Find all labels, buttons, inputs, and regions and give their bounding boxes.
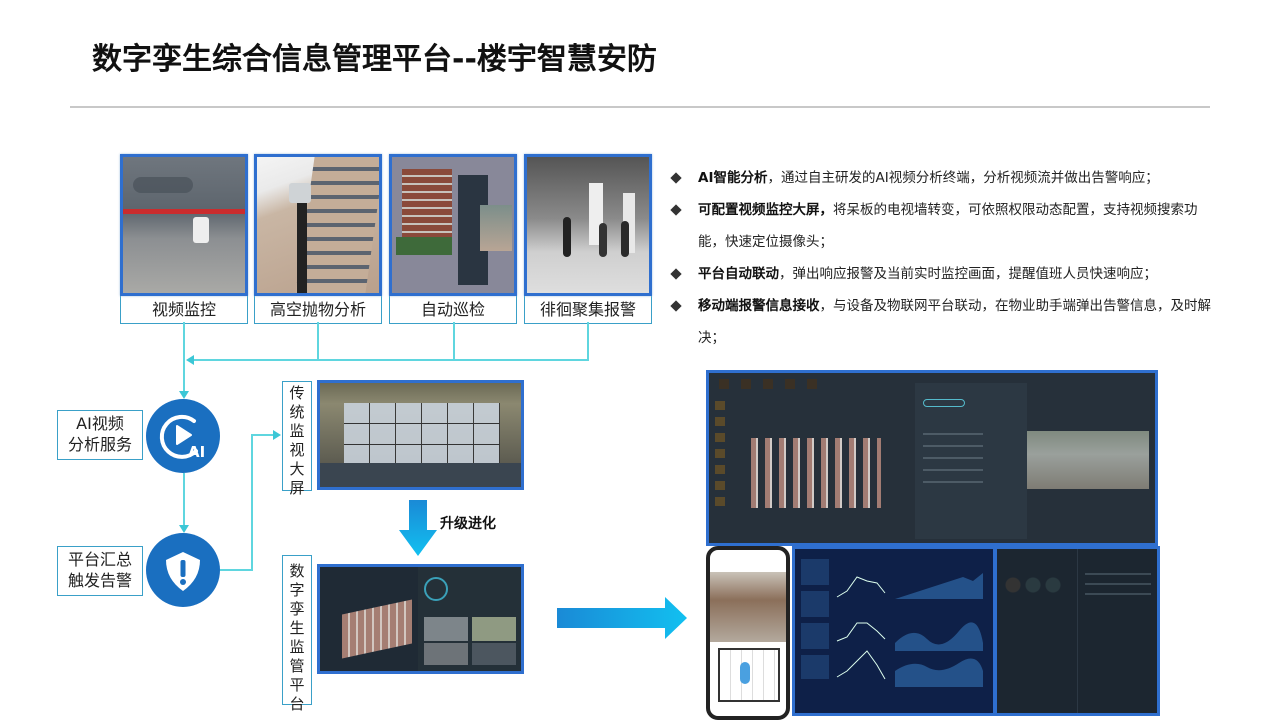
top-nav-icons <box>719 379 829 389</box>
side-nav-icons <box>715 401 725 511</box>
label-char: 传 <box>289 384 305 402</box>
feature-list: AI智能分析，通过自主研发的AI视频分析终端，分析视频流并做出告警响应； 可配置… <box>668 162 1213 354</box>
camera-patrol-panel <box>915 383 1027 539</box>
card-video-surveillance: 视频监控 <box>120 154 248 324</box>
label-line: 分析服务 <box>67 435 132 454</box>
label-char: 屏 <box>289 479 305 497</box>
diamond-bullet-icon <box>670 172 682 184</box>
live-camera-feed <box>1027 431 1149 489</box>
pedestrians-gate-photo <box>524 154 652 296</box>
feature-title: 平台自动联动 <box>698 266 779 282</box>
feature-item: 平台自动联动，弹出响应报警及当前实时监控画面，提醒值班人员快速响应； <box>668 258 1213 290</box>
feature-text: ，弹出响应报警及当前实时监控画面，提醒值班人员快速响应； <box>779 266 1157 282</box>
ai-video-analysis-label: AI视频 分析服务 <box>57 410 143 460</box>
feature-title: 可配置视频监控大屏， <box>698 202 833 218</box>
building-camera-photo <box>254 154 382 296</box>
arrow-down-icon <box>179 525 189 533</box>
feature-text: ，通过自主研发的AI视频分析终端，分析视频流并做出告警响应； <box>767 170 1159 186</box>
diamond-bullet-icon <box>670 204 682 216</box>
label-char: 统 <box>289 403 305 421</box>
platform-alarm-label: 平台汇总 触发告警 <box>57 546 143 596</box>
feature-title: AI智能分析 <box>698 170 768 186</box>
arrow-right-icon <box>273 430 281 440</box>
label-char: 孪 <box>289 600 305 618</box>
arrow-down-icon <box>179 391 189 399</box>
label-char: 管 <box>289 657 305 675</box>
arrow-left-icon <box>186 355 194 365</box>
feature-item: 移动端报警信息接收，与设备及物联网平台联动，在物业助手端弹出告警信息，及时解决； <box>668 290 1213 354</box>
label-char: 视 <box>289 441 305 459</box>
connector-line <box>183 473 185 526</box>
mobile-app-screenshot <box>706 546 790 720</box>
card-label: 高空抛物分析 <box>254 296 382 324</box>
label-line: 触发告警 <box>67 571 132 590</box>
feature-text: 将呆板的电视墙转变，可依照权限动态配置，支持视频搜索功能，快速定位摄像头； <box>698 202 1198 250</box>
connector-line <box>183 322 185 392</box>
card-falling-object-analysis: 高空抛物分析 <box>254 154 382 324</box>
ai-video-icon: AI <box>146 399 220 473</box>
digital-twin-screenshot <box>317 564 524 674</box>
label-line: AI视频 <box>76 414 124 433</box>
traditional-wall-label: 传 统 监 视 大 屏 <box>282 381 312 497</box>
connector-line <box>251 435 253 571</box>
label-char: 台 <box>289 695 305 713</box>
diamond-bullet-icon <box>670 300 682 312</box>
stat-cards <box>801 559 829 679</box>
alarm-handling-screenshot <box>994 546 1160 716</box>
ai-icon-text: AI <box>188 443 206 461</box>
label-char: 字 <box>289 581 305 599</box>
monitoring-dashboard-screenshot <box>792 546 996 716</box>
building-3d-model <box>751 438 881 508</box>
patrol-software-screenshot <box>389 154 517 296</box>
connector-line <box>220 569 252 571</box>
card-label: 自动巡检 <box>389 296 517 324</box>
feature-text: ，与设备及物联网平台联动，在物业助手端弹出告警信息，及时解决； <box>698 298 1211 346</box>
card-auto-patrol: 自动巡检 <box>389 154 517 324</box>
upgrade-arrow-icon <box>399 500 437 560</box>
diamond-bullet-icon <box>670 268 682 280</box>
alarm-shield-icon <box>146 533 220 607</box>
feature-item: AI智能分析，通过自主研发的AI视频分析终端，分析视频流并做出告警响应； <box>668 162 1213 194</box>
connector-line <box>317 322 319 360</box>
connector-line <box>453 322 455 360</box>
digital-twin-platform-label: 数 字 孪 生 监 管 平 台 <box>282 555 312 713</box>
label-char: 平 <box>289 676 305 694</box>
dashboard-charts <box>836 573 983 687</box>
platform-patrol-screenshot <box>706 370 1158 546</box>
card-loitering-alarm: 徘徊聚集报警 <box>524 154 652 324</box>
page-title: 数字孪生综合信息管理平台--楼宇智慧安防 <box>92 42 657 77</box>
big-right-arrow-icon <box>557 597 687 643</box>
label-char: 数 <box>289 562 305 580</box>
label-char: 监 <box>289 422 305 440</box>
alarm-table <box>1085 573 1151 603</box>
label-line: 平台汇总 <box>67 550 132 569</box>
upgrade-label: 升级进化 <box>440 516 496 532</box>
connector-line <box>587 322 589 360</box>
card-label: 视频监控 <box>120 296 248 324</box>
feature-item: 可配置视频监控大屏，将呆板的电视墙转变，可依照权限动态配置，支持视频搜索功能，快… <box>668 194 1213 258</box>
feature-title: 移动端报警信息接收 <box>698 298 820 314</box>
parking-lot-photo <box>120 154 248 296</box>
card-label: 徘徊聚集报警 <box>524 296 652 324</box>
label-char: 监 <box>289 638 305 656</box>
alarm-type-icons <box>1003 575 1063 615</box>
label-char: 生 <box>289 619 305 637</box>
video-wall-photo <box>317 380 524 490</box>
title-divider <box>70 106 1210 108</box>
connector-line <box>193 359 589 361</box>
label-char: 大 <box>289 460 305 478</box>
connector-line <box>251 434 275 436</box>
